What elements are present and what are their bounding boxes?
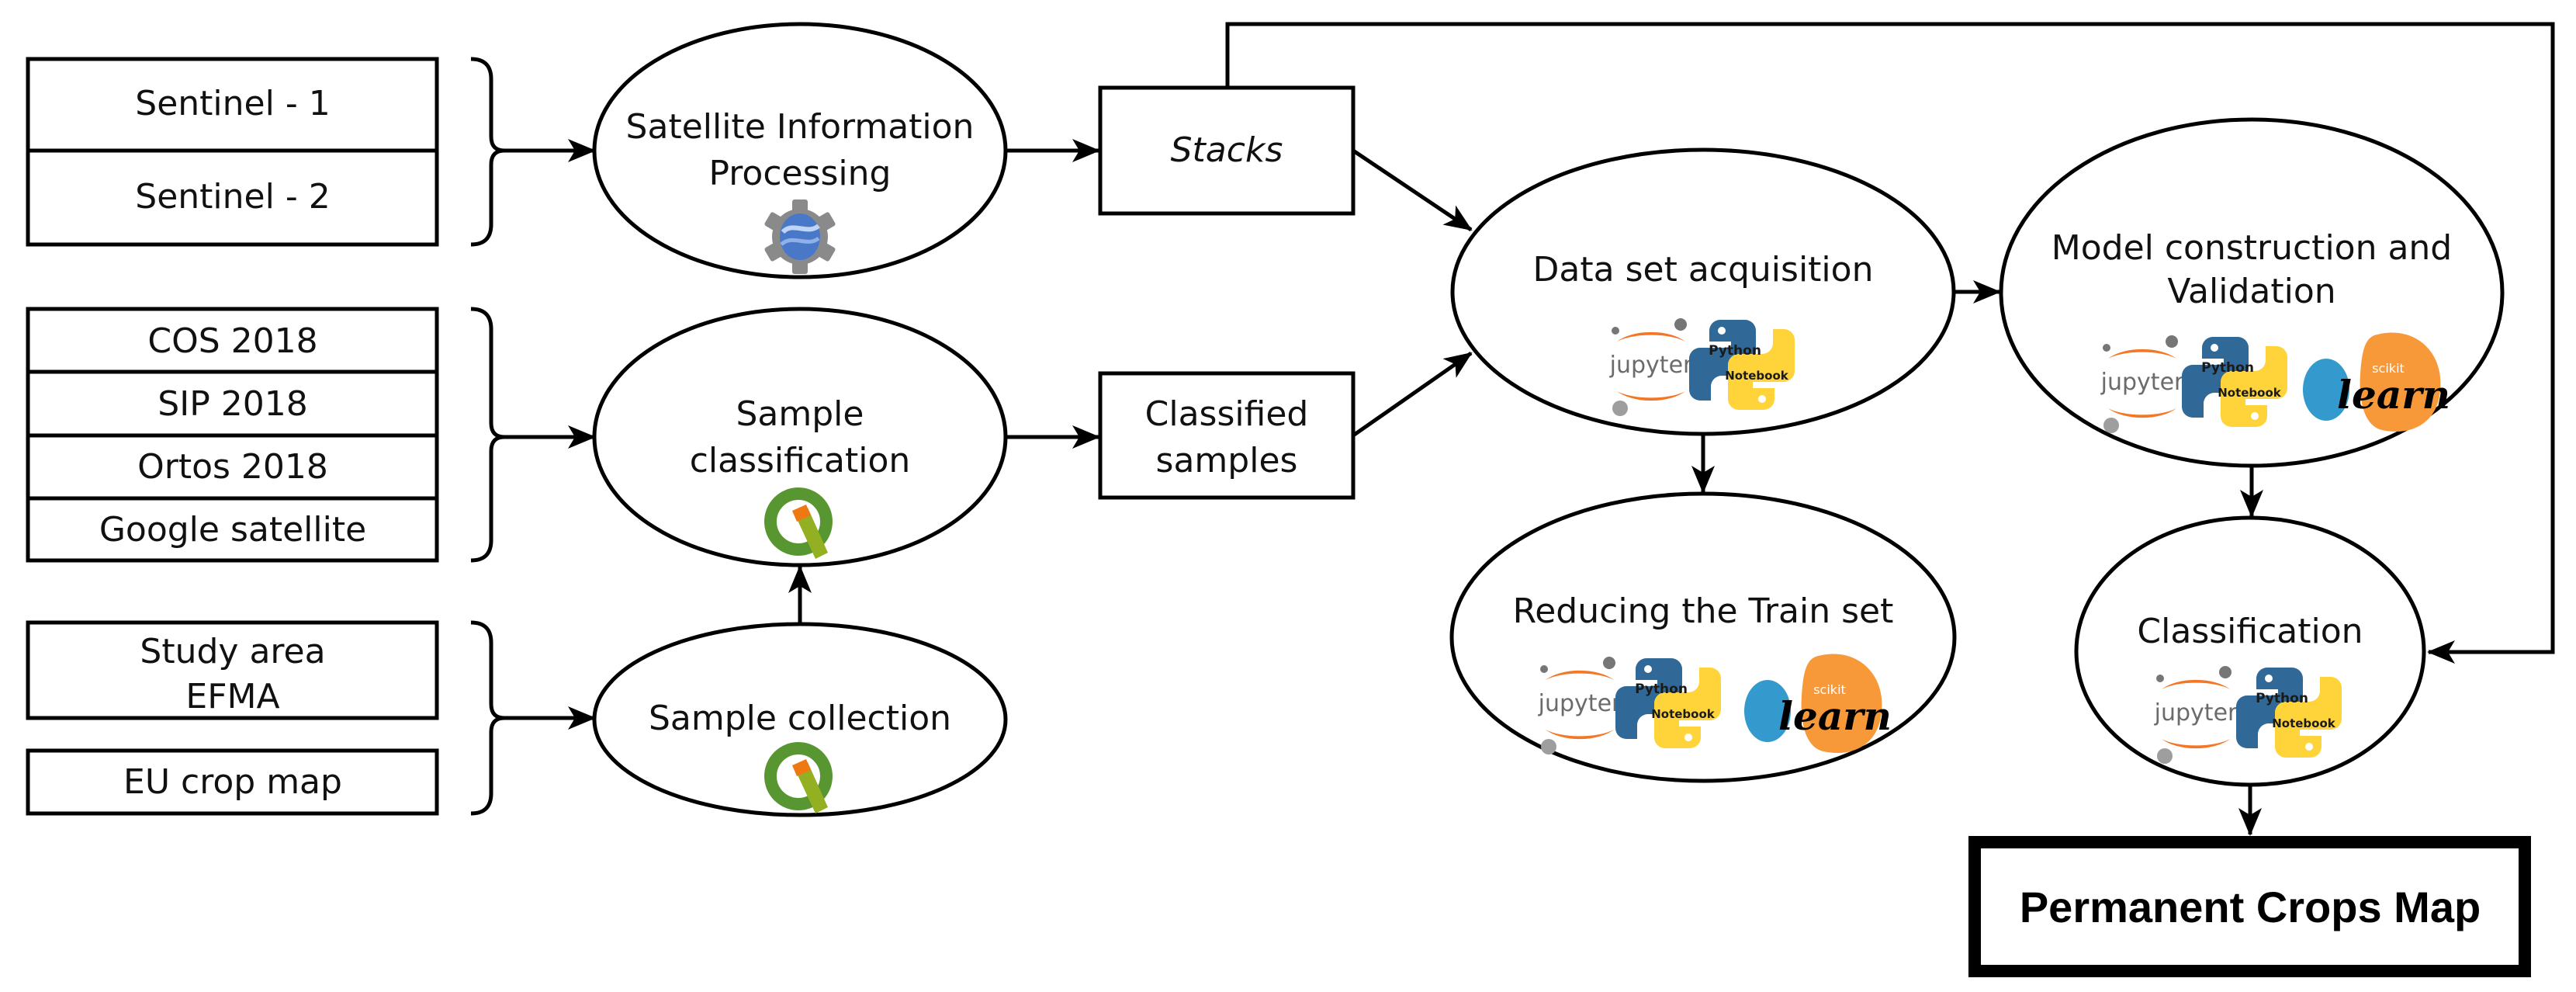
notebook-logo-text: Notebook	[1651, 707, 1716, 721]
process-label: Sample collection	[649, 699, 951, 738]
python-logo-text: Python	[1635, 682, 1688, 697]
brace-area	[470, 620, 505, 816]
process-label-line2: Processing	[709, 154, 892, 193]
process-label: Data set acquisition	[1533, 250, 1874, 290]
process-label: Reducing the Train set	[1513, 591, 1894, 631]
classified-samples-box: Classified samples	[1098, 371, 1356, 500]
process-dataset-acquisition: Data set acquisition Python Notebook	[1450, 147, 1956, 436]
input-sentinel-1: Sentinel - 1	[135, 84, 330, 123]
process-classification: Classification Python Notebook	[2074, 515, 2426, 787]
classified-samples-rect	[1098, 371, 1356, 500]
area-input-group: Study area EFMA EU crop map	[26, 620, 596, 816]
arrow-stacks-to-classification	[1225, 22, 2555, 664]
input-study-area-line1: Study area	[140, 632, 325, 671]
stacks-label: Stacks	[1171, 130, 1283, 170]
process-label: Classification	[2137, 612, 2363, 651]
input-study-area-line2: EFMA	[185, 677, 279, 716]
input-sip-2018: SIP 2018	[158, 384, 307, 424]
process-label-line1: Model construction and	[2051, 228, 2452, 268]
process-ellipse	[592, 307, 1008, 567]
notebook-logo-text: Notebook	[2218, 386, 2282, 400]
process-reducing-train-set: Reducing the Train set Python Notebook s…	[1449, 491, 1957, 783]
process-label-line2: classification	[690, 441, 911, 480]
input-google-satellite: Google satellite	[99, 510, 366, 550]
brace-satellite	[470, 57, 505, 247]
sklearn-logo-bottom-text: learn	[2337, 372, 2450, 418]
input-eu-crop-map: EU crop map	[123, 762, 342, 802]
process-sample-collection: Sample collection	[592, 622, 1008, 815]
stacks-box: Stacks	[1098, 85, 1356, 216]
process-satellite-processing: Satellite Information Processing	[592, 22, 1008, 279]
notebook-logo-text: Notebook	[1725, 369, 1789, 383]
arrow-samples-to-dataset	[1352, 351, 1473, 438]
process-sample-classification: Sample classification	[592, 307, 1008, 567]
python-logo-text: Python	[2201, 360, 2254, 376]
input-ortos-2018: Ortos 2018	[137, 447, 328, 487]
process-label-line2: Validation	[2167, 272, 2335, 311]
brace-reference	[470, 307, 505, 563]
sklearn-logo-top-text: scikit	[1813, 682, 1846, 697]
final-map-rect	[1968, 836, 2531, 977]
final-map-box: Permanent Crops Map	[1968, 836, 2531, 977]
input-sentinel-2: Sentinel - 2	[135, 177, 330, 217]
sklearn-logo-bottom-text: learn	[1778, 693, 1892, 739]
sklearn-logo-top-text: scikit	[2372, 361, 2405, 376]
study-area-box	[26, 620, 439, 720]
python-logo-text: Python	[1709, 343, 1761, 359]
input-cos-2018: COS 2018	[147, 321, 317, 361]
reference-input-group: COS 2018 SIP 2018 Ortos 2018 Google sate…	[26, 307, 596, 563]
satellite-input-group: Sentinel - 1 Sentinel - 2	[26, 57, 596, 247]
input-study-area: Study area	[140, 632, 325, 671]
classified-samples-line1: Classified	[1145, 394, 1309, 434]
final-map-label: Permanent Crops Map	[2020, 883, 2481, 931]
arrow-stacks-to-dataset	[1352, 148, 1473, 232]
input-efma: EFMA	[185, 677, 279, 716]
process-label-line1: Sample	[736, 394, 864, 434]
classified-samples-line2: samples	[1156, 441, 1298, 480]
process-model-construction: Model construction and Validation Python…	[1999, 117, 2505, 468]
eu-crop-map-box	[26, 748, 439, 816]
python-logo-text: Python	[2256, 691, 2308, 706]
notebook-logo-text: Notebook	[2272, 716, 2336, 730]
process-label-line1: Satellite Information	[626, 107, 975, 147]
